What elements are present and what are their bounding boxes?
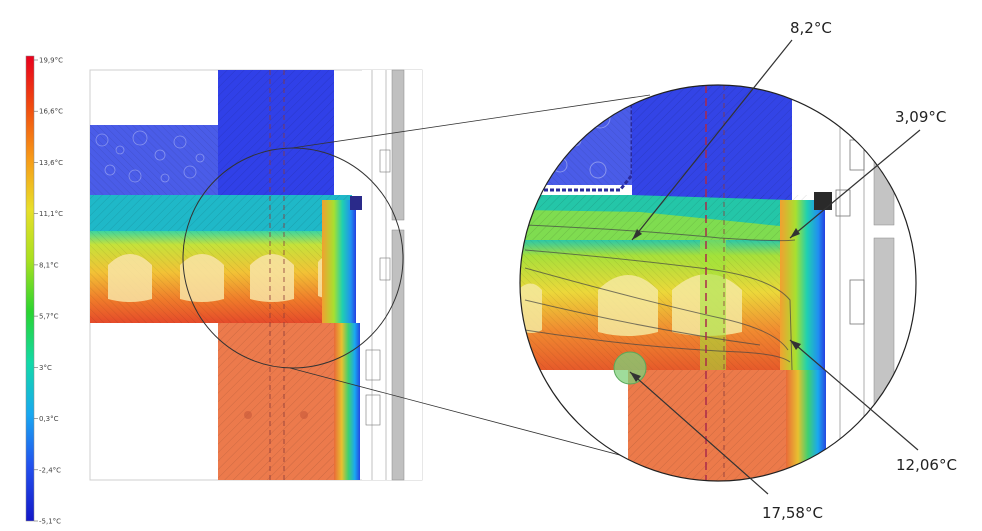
callout-label-3-09: 3,09°C bbox=[895, 108, 946, 126]
color-scale-label: 3°C bbox=[39, 364, 52, 372]
color-scale-label: 11,1°C bbox=[39, 210, 63, 218]
measurement-point-marker bbox=[613, 351, 647, 385]
overview-section-drawing bbox=[89, 69, 423, 481]
callout-label-17-58: 17,58°C bbox=[762, 504, 823, 522]
detail-magnified-view bbox=[520, 85, 916, 481]
zoom-connector-bottom bbox=[289, 367, 651, 464]
color-scale-label: 5,7°C bbox=[39, 313, 59, 321]
detail-circle-outline bbox=[519, 84, 917, 482]
color-scale-label: -2,4°C bbox=[39, 466, 61, 474]
color-scale-bar bbox=[25, 55, 35, 522]
callout-line-12-06 bbox=[789, 339, 919, 451]
color-scale-label: 16,6°C bbox=[39, 108, 63, 116]
callout-line-3-09 bbox=[789, 129, 921, 239]
color-scale-label: 8,1°C bbox=[39, 261, 59, 269]
color-scale-label: 19,9°C bbox=[39, 57, 63, 65]
color-scale-label: 0,3°C bbox=[39, 415, 59, 423]
callout-label-12-06: 12,06°C bbox=[896, 456, 957, 474]
zoom-connector-top bbox=[291, 94, 651, 149]
color-scale-legend: 19,9°C 16,6°C 13,6°C 11,1°C 8,1°C 5,7°C 3°C 0,3… bbox=[25, 55, 63, 526]
callout-line-17-58 bbox=[629, 371, 769, 495]
callout-line-8-2 bbox=[631, 39, 793, 241]
temperature-callouts: 8,2°C 3,09°C 12,06°C 17,58°C bbox=[629, 19, 957, 522]
callout-label-8-2: 8,2°C bbox=[790, 19, 832, 37]
color-scale-label: -5,1°C bbox=[39, 518, 61, 526]
zoom-indicator bbox=[182, 94, 651, 464]
color-scale-label: 13,6°C bbox=[39, 159, 63, 167]
